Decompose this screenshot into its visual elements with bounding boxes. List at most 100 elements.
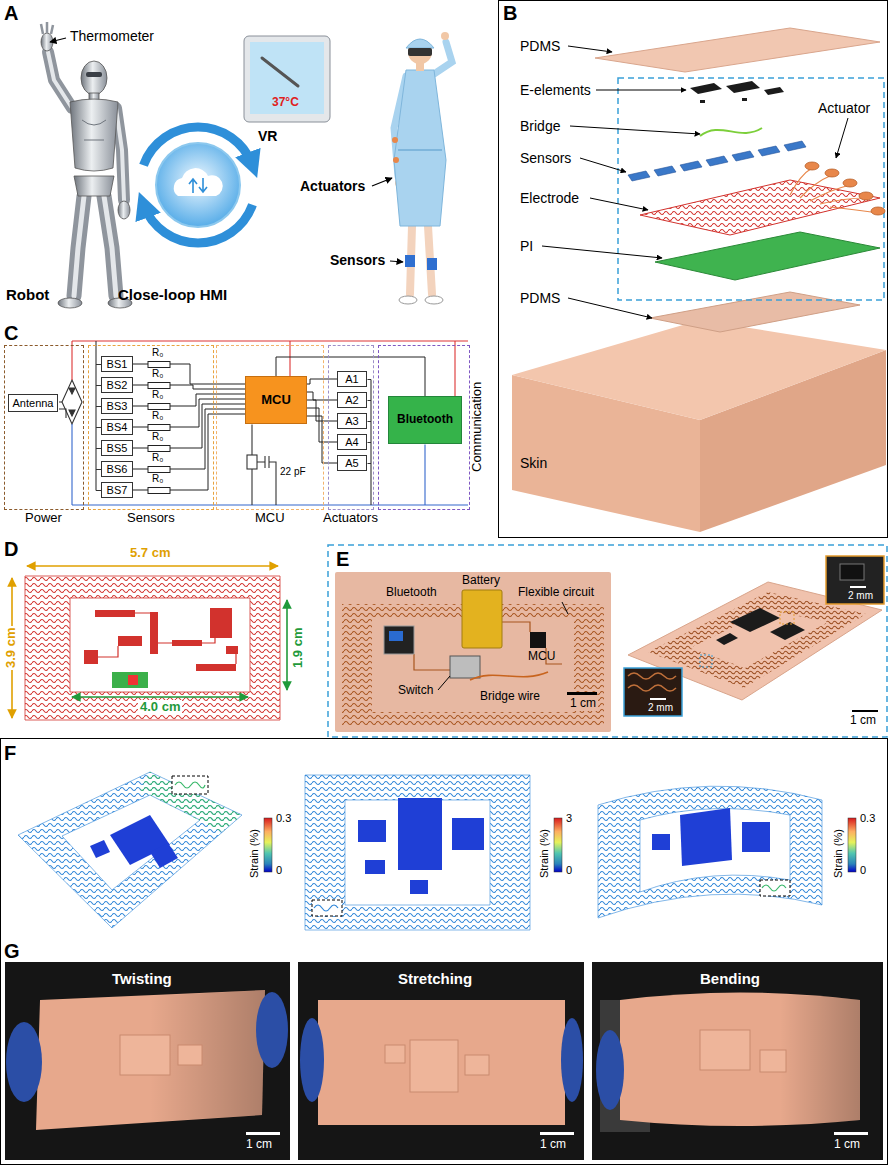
robot-figure — [48, 52, 72, 108]
figure-label: 1 cm — [568, 697, 598, 711]
circuit-wiring — [368, 380, 372, 506]
figure-label: 0.3 — [276, 812, 291, 825]
electrode-layout — [95, 610, 135, 617]
leader-lines — [590, 198, 648, 210]
vr-screen — [244, 36, 330, 122]
robot-figure — [81, 61, 107, 95]
leader-lines — [542, 246, 662, 258]
panel-border — [328, 545, 887, 737]
person-figure — [427, 258, 437, 270]
photo — [620, 993, 860, 1127]
strain-mesh — [312, 900, 342, 916]
figure-label: Skin — [520, 455, 547, 471]
leader-lines — [568, 298, 652, 318]
group-heading: MCU — [255, 511, 285, 526]
strain-mesh — [150, 843, 178, 868]
dimension-lines — [27, 565, 278, 567]
figure-label: 1 cm — [246, 1138, 272, 1152]
figure-label: R₀ — [152, 389, 163, 401]
circuit-block: A3 — [337, 413, 367, 429]
photo — [120, 1035, 170, 1075]
layer-stack — [690, 81, 784, 103]
strain-mesh — [680, 808, 732, 866]
circuit-block: BS1 — [101, 356, 133, 372]
block-label: BS7 — [107, 484, 128, 497]
figure-label: Thermometer — [70, 28, 154, 44]
device-photo — [470, 672, 548, 680]
wire — [307, 379, 337, 384]
wire — [133, 404, 245, 448]
close-loop-icon — [156, 143, 240, 227]
vr-screen — [250, 42, 324, 114]
block-label: A4 — [345, 436, 358, 449]
device-render — [852, 710, 878, 712]
device-photo — [335, 572, 611, 732]
strain-mesh — [452, 818, 484, 850]
resistor-symbol — [148, 488, 170, 494]
robot-figure — [41, 22, 132, 308]
device-photo — [389, 631, 403, 641]
circuit-block: BS7 — [101, 482, 133, 498]
photo — [410, 1040, 458, 1092]
photo — [834, 1132, 868, 1135]
figure-label: VR — [258, 128, 277, 144]
person-figure — [394, 70, 446, 226]
electrode-layout — [118, 636, 142, 646]
device-photo — [384, 626, 414, 654]
figure-label: 3.9 cm — [4, 626, 19, 670]
strain-mesh — [742, 822, 770, 852]
figure-label: Actuators — [300, 178, 365, 194]
block-label: A1 — [345, 373, 358, 386]
person-figure — [392, 137, 398, 143]
wire — [307, 392, 337, 400]
figure-label: Flexible circuit — [518, 586, 594, 600]
figure-label: 0 — [276, 864, 282, 877]
resistor-symbol — [148, 446, 170, 452]
device-render — [730, 608, 780, 632]
layer-stack — [628, 171, 650, 181]
circuit-block: BS3 — [101, 398, 133, 414]
circuit-wiring — [71, 341, 72, 380]
layer-stack — [742, 98, 747, 101]
strain-mesh — [598, 786, 822, 918]
photo — [561, 1018, 583, 1102]
block-label: A5 — [345, 457, 358, 470]
circuit-block: A5 — [337, 455, 367, 471]
color-bar — [264, 818, 856, 872]
leader-lines — [596, 90, 686, 91]
panel-letter: C — [4, 322, 18, 345]
photo — [298, 962, 584, 1160]
group-box: MCUMCU — [216, 345, 324, 510]
photo — [540, 1132, 574, 1135]
layer-stack — [859, 192, 873, 200]
device-render — [850, 586, 866, 588]
figure-label: R₀ — [152, 431, 163, 443]
figure-label: 3 — [566, 812, 572, 825]
electrode-layout — [150, 612, 158, 654]
circuit-wiring — [62, 380, 82, 424]
strain-mesh — [305, 775, 530, 930]
group-heading: Actuators — [323, 511, 378, 526]
circuit-wiring — [257, 456, 276, 505]
circuit-block: BS4 — [101, 419, 133, 435]
electrode-layout — [210, 608, 232, 638]
figure-label: Bridge wire — [480, 690, 540, 704]
layer-stack — [595, 28, 880, 72]
dimension-lines — [72, 696, 248, 698]
resistor-symbol — [148, 404, 170, 410]
layer-stack — [700, 100, 705, 103]
photo — [300, 1018, 324, 1102]
person-figure — [408, 48, 432, 56]
circuit-wiring — [454, 341, 455, 397]
circuit-wiring — [95, 341, 96, 491]
close-loop-icon — [174, 168, 223, 196]
figure-label: R₀ — [152, 347, 163, 359]
electrode-layout — [98, 613, 236, 664]
layer-stack — [810, 185, 850, 201]
strain-mesh — [398, 798, 442, 870]
strain-mesh — [365, 860, 385, 874]
vr-screen — [244, 36, 330, 122]
robot-figure — [48, 52, 124, 296]
layer-stack — [726, 81, 760, 93]
